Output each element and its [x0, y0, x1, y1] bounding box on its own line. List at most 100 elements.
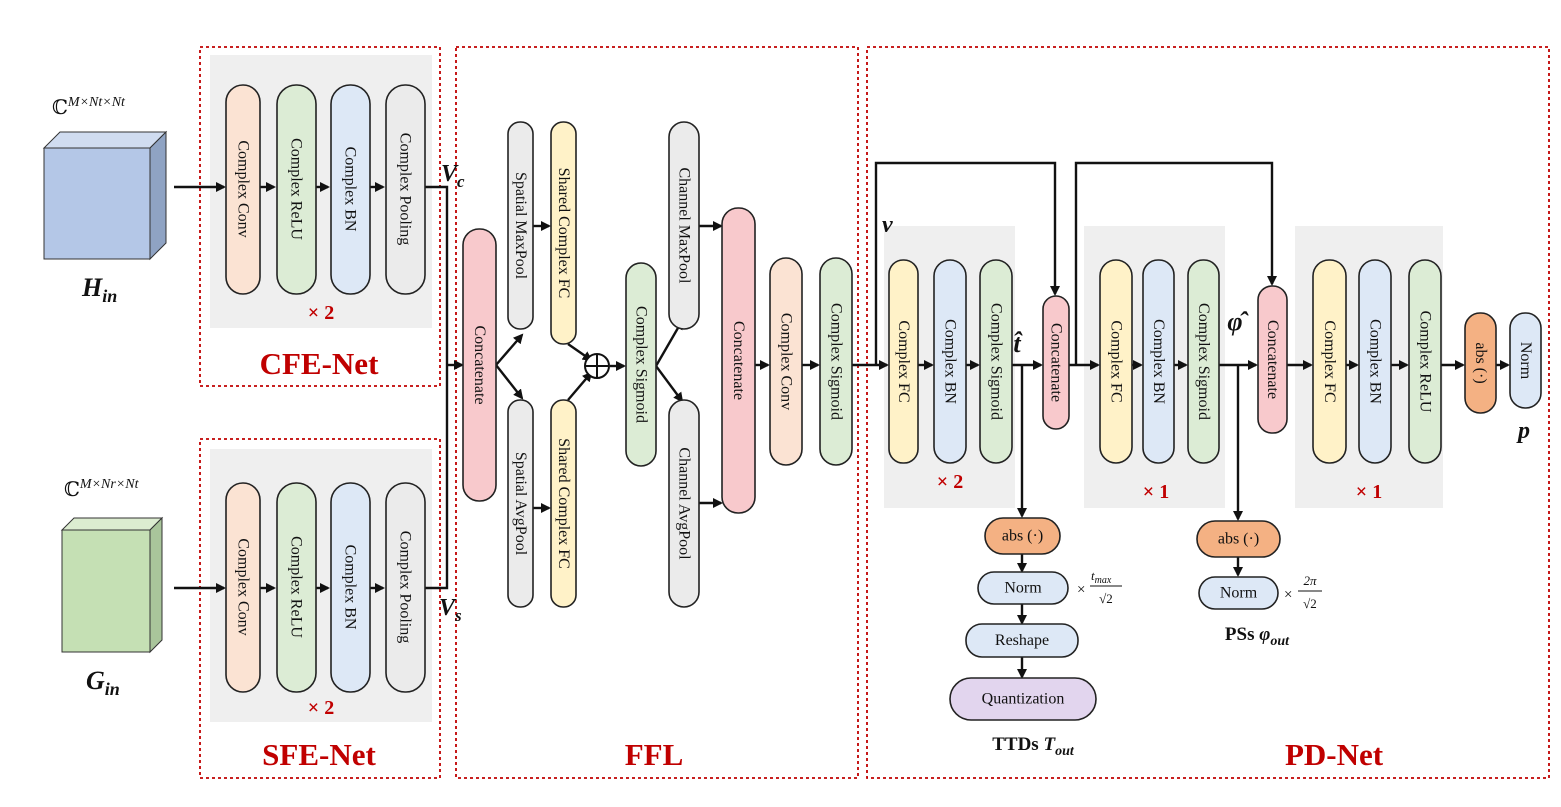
pd-g2-complex-sigmoid: Complex Sigmoid: [1187, 259, 1220, 464]
svg-text:Norm: Norm: [1004, 580, 1042, 597]
svg-text:Spatial MaxPool: Spatial MaxPool: [512, 172, 529, 280]
ffl-elementwise-add: [584, 353, 610, 379]
pd-g3-complex-fc: Complex FC: [1312, 259, 1347, 464]
ffl-border: [455, 46, 859, 779]
svg-text:Channel MaxPool: Channel MaxPool: [676, 168, 693, 285]
svg-text:Complex BN: Complex BN: [1150, 319, 1167, 404]
svg-text:Complex ReLU: Complex ReLU: [288, 138, 305, 240]
ttd-scale-factor: × tmax √2: [1077, 568, 1122, 606]
svg-text:Shared Complex FC: Shared Complex FC: [555, 438, 572, 569]
svg-text:Quantization: Quantization: [982, 691, 1065, 708]
pd-g2-complex-fc: Complex FC: [1099, 259, 1133, 464]
svg-text:Spatial AvgPool: Spatial AvgPool: [512, 452, 529, 556]
pd-norm: Norm: [1509, 312, 1542, 409]
pd-g1-complex-fc: Complex FC: [888, 259, 919, 464]
g-dimension-label: ℂM×Nr×Nt: [64, 477, 140, 501]
pd-net-title: PD-Net: [1285, 737, 1384, 772]
ffl-concatenate-1: Concatenate: [462, 228, 497, 502]
svg-text:Complex Sigmoid: Complex Sigmoid: [988, 303, 1005, 420]
ffl-complex-sigmoid-1: Complex Sigmoid: [625, 262, 657, 467]
ffl-spatial-avgpool: Spatial AvgPool: [507, 399, 534, 608]
svg-text:Complex BN: Complex BN: [1367, 319, 1384, 404]
h-dimension-label: ℂM×Nt×Nt: [52, 95, 126, 119]
ttd-reshape: Reshape: [965, 623, 1079, 658]
pd-concatenate-1: Concatenate: [1042, 295, 1070, 430]
cfe-block-conv: Complex Conv: [225, 84, 261, 295]
pd-g3-complex-bn: Complex BN: [1358, 259, 1392, 464]
svg-text:Complex ReLU: Complex ReLU: [1417, 311, 1434, 413]
t-hat-label: t̂: [1013, 329, 1022, 358]
svg-text:Complex FC: Complex FC: [1321, 320, 1338, 402]
sfe-net-border: [199, 438, 441, 779]
svg-text:abs (·): abs (·): [1002, 528, 1043, 545]
ffl-concatenate-2: Concatenate: [721, 207, 756, 514]
phi-hat-label: φ̂: [1227, 307, 1248, 336]
svg-text:Complex Conv: Complex Conv: [778, 313, 795, 410]
vc-label: Vc: [441, 161, 465, 191]
cfe-block-relu: Complex ReLU: [276, 84, 317, 295]
svg-text:2π: 2π: [1303, 573, 1317, 588]
svg-text:Complex Pooling: Complex Pooling: [397, 133, 414, 245]
svg-text:Complex Conv: Complex Conv: [235, 140, 252, 237]
pd-repeat-2: × 1: [1143, 481, 1169, 503]
pd-abs: abs (·): [1464, 312, 1497, 414]
ttd-norm: Norm: [977, 571, 1069, 605]
pd-g2-complex-bn: Complex BN: [1142, 259, 1175, 464]
svg-text:Norm: Norm: [1220, 585, 1258, 602]
ps-output-label: PSs φout: [1225, 624, 1290, 649]
sfe-block-pooling: Complex Pooling: [385, 482, 426, 693]
ffl-shared-fc-bottom: Shared Complex FC: [550, 399, 577, 608]
g-input-label: Gin: [86, 666, 120, 699]
h-input-cube: [42, 130, 168, 261]
ttd-abs: abs (·): [984, 517, 1061, 555]
vs-label: Vs: [439, 595, 462, 625]
svg-text:Complex Pooling: Complex Pooling: [397, 531, 414, 643]
pd-repeat-1: × 2: [937, 471, 963, 493]
svg-text:×: ×: [1284, 587, 1292, 603]
svg-text:Complex FC: Complex FC: [1108, 320, 1125, 402]
svg-text:Complex Sigmoid: Complex Sigmoid: [828, 303, 845, 420]
ps-abs: abs (·): [1196, 520, 1281, 558]
ffl-spatial-maxpool: Spatial MaxPool: [507, 121, 534, 330]
svg-text:abs (·): abs (·): [1218, 531, 1259, 548]
pd-repeat-3: × 1: [1356, 481, 1382, 503]
svg-text:Channel AvgPool: Channel AvgPool: [676, 447, 693, 560]
sfe-block-relu: Complex ReLU: [276, 482, 317, 693]
v-label: v: [882, 212, 893, 238]
ffl-complex-sigmoid-2: Complex Sigmoid: [819, 257, 853, 466]
svg-text:Concatenate: Concatenate: [471, 325, 488, 404]
pd-g1-complex-bn: Complex BN: [933, 259, 967, 464]
svg-text:Complex Sigmoid: Complex Sigmoid: [1195, 303, 1212, 420]
cfe-net-title: CFE-Net: [260, 346, 379, 381]
svg-text:Shared Complex FC: Shared Complex FC: [555, 168, 572, 299]
sfe-block-conv: Complex Conv: [225, 482, 261, 693]
p-output-label: p: [1516, 418, 1530, 444]
ps-norm: Norm: [1198, 576, 1279, 610]
pd-net-border: [866, 46, 1550, 779]
ttd-quantization: Quantization: [949, 677, 1097, 721]
svg-text:Complex BN: Complex BN: [342, 147, 359, 232]
svg-text:Complex BN: Complex BN: [342, 545, 359, 630]
svg-text:√2: √2: [1303, 596, 1317, 611]
svg-text:Complex Sigmoid: Complex Sigmoid: [633, 306, 650, 423]
pd-g3-complex-relu: Complex ReLU: [1408, 259, 1442, 464]
ffl-shared-fc-top: Shared Complex FC: [550, 121, 577, 345]
svg-text:abs (·): abs (·): [1472, 342, 1489, 383]
ffl-complex-conv: Complex Conv: [769, 257, 803, 466]
svg-text:Complex ReLU: Complex ReLU: [288, 536, 305, 638]
wires: [174, 161, 1510, 679]
cfe-net-border: [199, 46, 441, 387]
ffl-channel-maxpool: Channel MaxPool: [668, 121, 700, 330]
pd-concatenate-2: Concatenate: [1257, 285, 1288, 434]
ffl-title: FFL: [625, 737, 684, 772]
svg-text:tmax: tmax: [1091, 568, 1112, 586]
svg-text:×: ×: [1077, 582, 1085, 598]
g-input-cube: [60, 516, 164, 654]
ps-scale-factor: × 2π √2: [1284, 573, 1322, 611]
svg-text:Complex Conv: Complex Conv: [235, 538, 252, 635]
svg-text:Norm: Norm: [1517, 342, 1534, 380]
svg-text:Reshape: Reshape: [995, 632, 1049, 649]
sfe-net-title: SFE-Net: [262, 737, 376, 772]
svg-text:Complex BN: Complex BN: [942, 319, 959, 404]
